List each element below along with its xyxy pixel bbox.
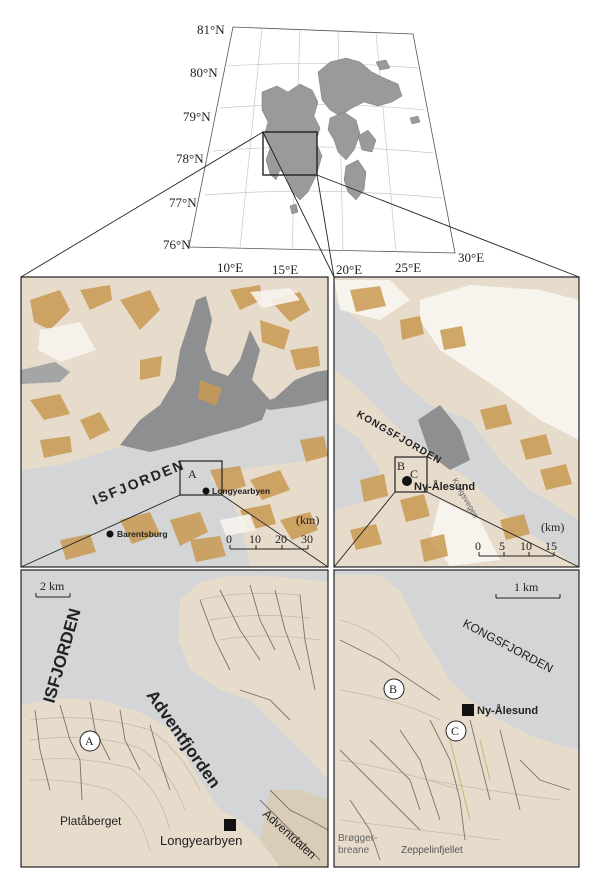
streams-br [339, 639, 571, 861]
isfjorden-map-panel: ISFJORDEN A Longyearbyen Barentsburg (km… [20, 276, 329, 568]
scale-tick-10: 10 [249, 532, 261, 546]
br-scale-bar: 1 km [495, 580, 561, 599]
lon-label-15: 15°E [272, 262, 298, 277]
longyearbyen-square [224, 819, 236, 831]
terrain-texture [30, 285, 328, 562]
scale-tick-20: 20 [275, 532, 287, 546]
svalbard-landmass [261, 57, 421, 215]
lat-label-80: 80°N [190, 65, 218, 80]
contours-bl [29, 592, 321, 851]
br-scale-label: 1 km [514, 580, 539, 594]
lat-label-77: 77°N [169, 195, 197, 210]
box-b-label: B [397, 459, 405, 473]
site-c-label: C [451, 724, 459, 738]
detail-connectors [20, 491, 580, 568]
scale-tick-30: 30 [301, 532, 313, 546]
kongsfjorden-map-panel: KONGSFJORDEN B C Ny-Ålesund Kongsvegen (… [333, 276, 580, 568]
lon-label-10: 10°E [217, 260, 243, 275]
nyalesund-label: Ny-Ålesund [414, 480, 475, 493]
lon-label-25: 25°E [395, 260, 421, 275]
overview-map: 81°N 80°N 79°N 78°N 77°N 76°N 10°E 15°E … [163, 22, 484, 277]
site-b-label: B [389, 682, 397, 696]
scale-unit: (km) [296, 513, 319, 527]
longyearbyen-label: Longyearbyen [212, 486, 270, 496]
glacier-streams-br [449, 739, 491, 821]
lat-label-79: 79°N [183, 109, 211, 124]
overview-inset-box [262, 131, 318, 176]
site-c-marker [445, 720, 467, 742]
plataberget-label: Platåberget [60, 814, 122, 828]
box-c-label: C [410, 467, 418, 481]
nyalesund-detail-panel: 1 km KONGSFJORDEN B C Ny-Ålesund Brøgger… [333, 569, 580, 868]
kf-scale-unit: (km) [541, 520, 564, 534]
kf-tick-5: 5 [499, 539, 505, 553]
barentsburg-marker [106, 530, 114, 538]
box-a-label: A [188, 467, 197, 481]
box-a [179, 460, 223, 496]
site-b-marker [383, 678, 405, 700]
site-a-marker [79, 730, 101, 752]
box-bc [394, 456, 428, 493]
brogger-label-1: Brøgger- [338, 833, 377, 844]
kf-tick-0: 0 [475, 539, 481, 553]
lon-label-20: 20°E [336, 262, 362, 277]
isfjorden-scale-bar: (km) 0 10 20 30 [226, 513, 319, 550]
terrain-texture-kf [350, 286, 572, 562]
bl-scale-label: 2 km [40, 579, 65, 593]
lon-label-30: 30°E [458, 250, 484, 265]
lat-label-78: 78°N [176, 151, 204, 166]
site-a-label: A [85, 734, 94, 748]
brogger-label-2: breane [338, 845, 370, 856]
adventfjorden-detail-panel: 2 km ISFJORDEN Adventfjorden A Platåberg… [20, 569, 329, 868]
barentsburg-label: Barentsburg [117, 529, 168, 539]
lat-label-81: 81°N [197, 22, 225, 37]
longyearbyen-marker [202, 487, 210, 495]
lat-label-76: 76°N [163, 237, 191, 252]
nyalesund-detail-label: Ny-Ålesund [477, 704, 538, 717]
grid-labels: 81°N 80°N 79°N 78°N 77°N 76°N 10°E 15°E … [163, 22, 484, 277]
longyearbyen-detail-label: Longyearbyen [160, 833, 242, 848]
kongsfjorden-scale-bar: (km) 0 5 10 15 [475, 520, 564, 557]
streams-bl [34, 584, 328, 861]
nyalesund-marker [402, 476, 412, 486]
bl-scale-bar: 2 km [35, 579, 71, 598]
connector-lines [20, 131, 580, 278]
scale-tick-0: 0 [226, 532, 232, 546]
kf-tick-15: 15 [545, 539, 557, 553]
nyalesund-square [462, 704, 474, 716]
zeppelinfjellet-label: Zeppelinfjellet [401, 845, 463, 856]
